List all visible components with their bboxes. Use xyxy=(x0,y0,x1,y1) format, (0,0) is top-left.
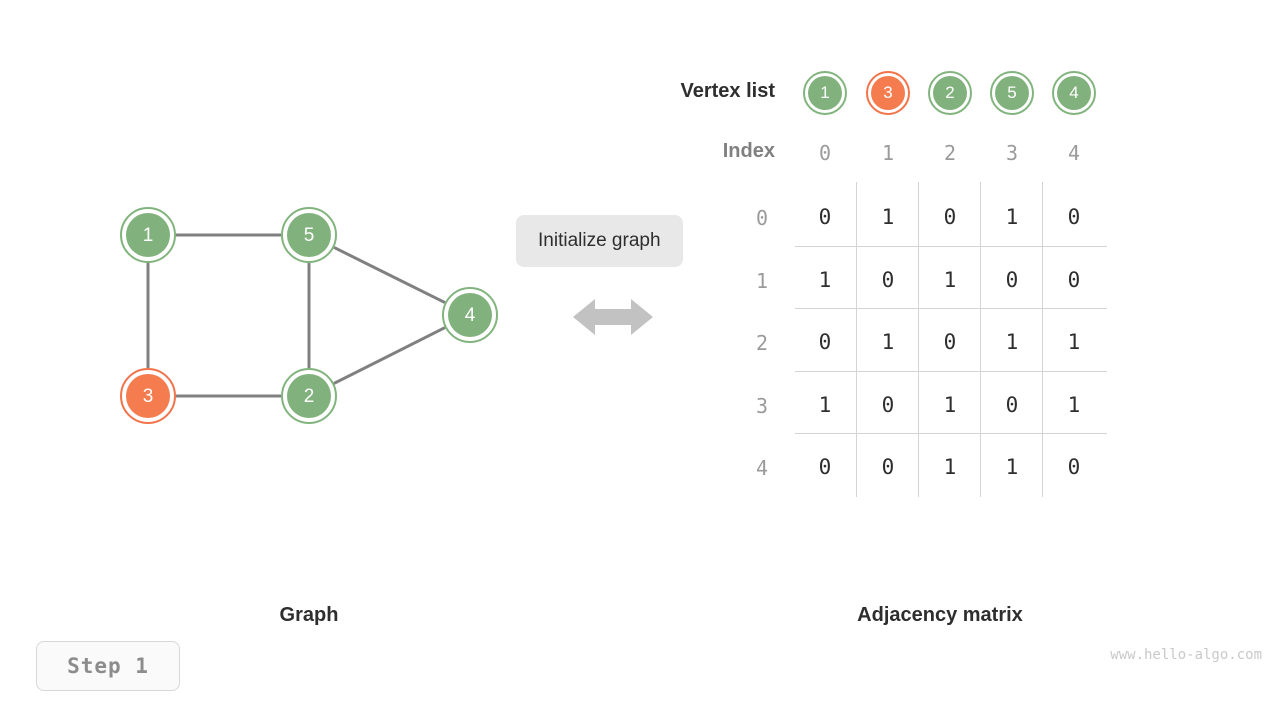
index-label: Index xyxy=(722,140,775,162)
graph-node-2: 2 xyxy=(281,368,337,424)
matrix-row-index-4: 4 xyxy=(755,456,768,480)
graph-edge xyxy=(333,246,446,304)
matrix-cell-2-1: 1 xyxy=(881,330,895,354)
matrix-row-index-0: 0 xyxy=(755,206,768,230)
vertex-circle-fill xyxy=(871,76,905,110)
step-badge: Step 1 xyxy=(36,641,180,691)
matrix-cell-3-2: 1 xyxy=(943,393,957,417)
graph-node-fill xyxy=(287,213,331,257)
matrix-cell-0-4: 0 xyxy=(1067,205,1081,229)
graph-panel: 1 5 4 3 2 xyxy=(0,0,520,560)
matrix-cell-3-0: 1 xyxy=(818,393,832,417)
matrix-row-index-2: 2 xyxy=(755,331,768,355)
matrix-gridline-horizontal xyxy=(795,371,1107,372)
operation-label-text: Initialize graph xyxy=(538,230,661,251)
matrix-cell-1-2: 1 xyxy=(943,268,957,292)
vertex-circle-label: 3 xyxy=(883,83,893,102)
watermark: www.hello-algo.com xyxy=(1110,647,1262,663)
matrix-gridline-vertical xyxy=(918,182,919,497)
matrix-gridline-vertical xyxy=(1042,182,1043,497)
graph-node-fill xyxy=(126,374,170,418)
vertex-circle-label: 2 xyxy=(945,83,955,102)
graph-node-label: 5 xyxy=(303,224,315,246)
matrix-cell-4-0: 0 xyxy=(818,455,832,479)
vertex-circle-1: 1 xyxy=(803,71,847,115)
matrix-cell-3-4: 1 xyxy=(1067,393,1081,417)
graph-node-4: 4 xyxy=(442,287,498,343)
matrix-row-index-1: 1 xyxy=(755,269,768,293)
matrix-column-index-2: 2 xyxy=(943,141,957,165)
vertex-circle-4: 4 xyxy=(1052,71,1096,115)
vertex-circle-label: 4 xyxy=(1069,83,1079,102)
matrix-cell-4-4: 0 xyxy=(1067,455,1081,479)
vertex-circle-3: 3 xyxy=(866,71,910,115)
graph-edge xyxy=(333,326,446,385)
vertex-list-label: Vertex list xyxy=(680,80,775,102)
operation-label: Initialize graph xyxy=(516,215,683,267)
vertex-circle-2: 2 xyxy=(928,71,972,115)
vertex-circle-label: 5 xyxy=(1007,83,1017,102)
vertex-circle-5: 5 xyxy=(990,71,1034,115)
matrix-cell-1-0: 1 xyxy=(818,268,832,292)
graph-node-label: 3 xyxy=(142,385,154,407)
graph-node-fill xyxy=(126,213,170,257)
vertex-circle-fill xyxy=(995,76,1029,110)
graph-node-fill xyxy=(287,374,331,418)
matrix-caption: Adjacency matrix xyxy=(857,604,1023,626)
matrix-column-index-1: 1 xyxy=(881,141,895,165)
matrix-cell-2-4: 1 xyxy=(1067,330,1081,354)
matrix-cell-4-1: 0 xyxy=(881,455,895,479)
matrix-cell-1-3: 0 xyxy=(1005,268,1019,292)
step-badge-label: Step 1 xyxy=(67,654,149,678)
vertex-circle-fill xyxy=(808,76,842,110)
matrix-cell-3-1: 0 xyxy=(881,393,895,417)
matrix-gridline-horizontal xyxy=(795,433,1107,434)
matrix-cell-2-3: 1 xyxy=(1005,330,1019,354)
graph-caption: Graph xyxy=(279,604,339,626)
graph-node-5: 5 xyxy=(281,207,337,263)
matrix-cell-4-2: 1 xyxy=(943,455,957,479)
matrix-column-index-4: 4 xyxy=(1067,141,1081,165)
graph-node-label: 1 xyxy=(142,224,154,246)
graph-node-label: 4 xyxy=(464,304,476,326)
graph-node-3: 3 xyxy=(120,368,176,424)
matrix-cell-0-0: 0 xyxy=(818,205,832,229)
vertex-circle-label: 1 xyxy=(820,83,830,102)
matrix-row-index-3: 3 xyxy=(755,394,768,418)
matrix-cell-1-4: 0 xyxy=(1067,268,1081,292)
matrix-gridline-horizontal xyxy=(795,246,1107,247)
matrix-cell-2-0: 0 xyxy=(818,330,832,354)
vertex-circle-fill xyxy=(933,76,967,110)
graph-node-fill xyxy=(448,293,492,337)
matrix-cell-1-1: 0 xyxy=(881,268,895,292)
matrix-cell-0-2: 0 xyxy=(943,205,957,229)
matrix-cell-4-3: 1 xyxy=(1005,455,1019,479)
matrix-gridline-horizontal xyxy=(795,308,1107,309)
double-arrow-icon xyxy=(573,299,653,335)
matrix-cell-0-1: 1 xyxy=(881,205,895,229)
matrix-gridline-vertical xyxy=(980,182,981,497)
matrix-cell-2-2: 0 xyxy=(943,330,957,354)
matrix-column-index-3: 3 xyxy=(1005,141,1019,165)
graph-node-label: 2 xyxy=(303,385,315,407)
graph-edges xyxy=(146,233,446,398)
matrix-gridline-vertical xyxy=(856,182,857,497)
graph-node-1: 1 xyxy=(120,207,176,263)
matrix-column-index-0: 0 xyxy=(818,141,832,165)
matrix-cell-3-3: 0 xyxy=(1005,393,1019,417)
vertex-circle-fill xyxy=(1057,76,1091,110)
matrix-cell-0-3: 1 xyxy=(1005,205,1019,229)
